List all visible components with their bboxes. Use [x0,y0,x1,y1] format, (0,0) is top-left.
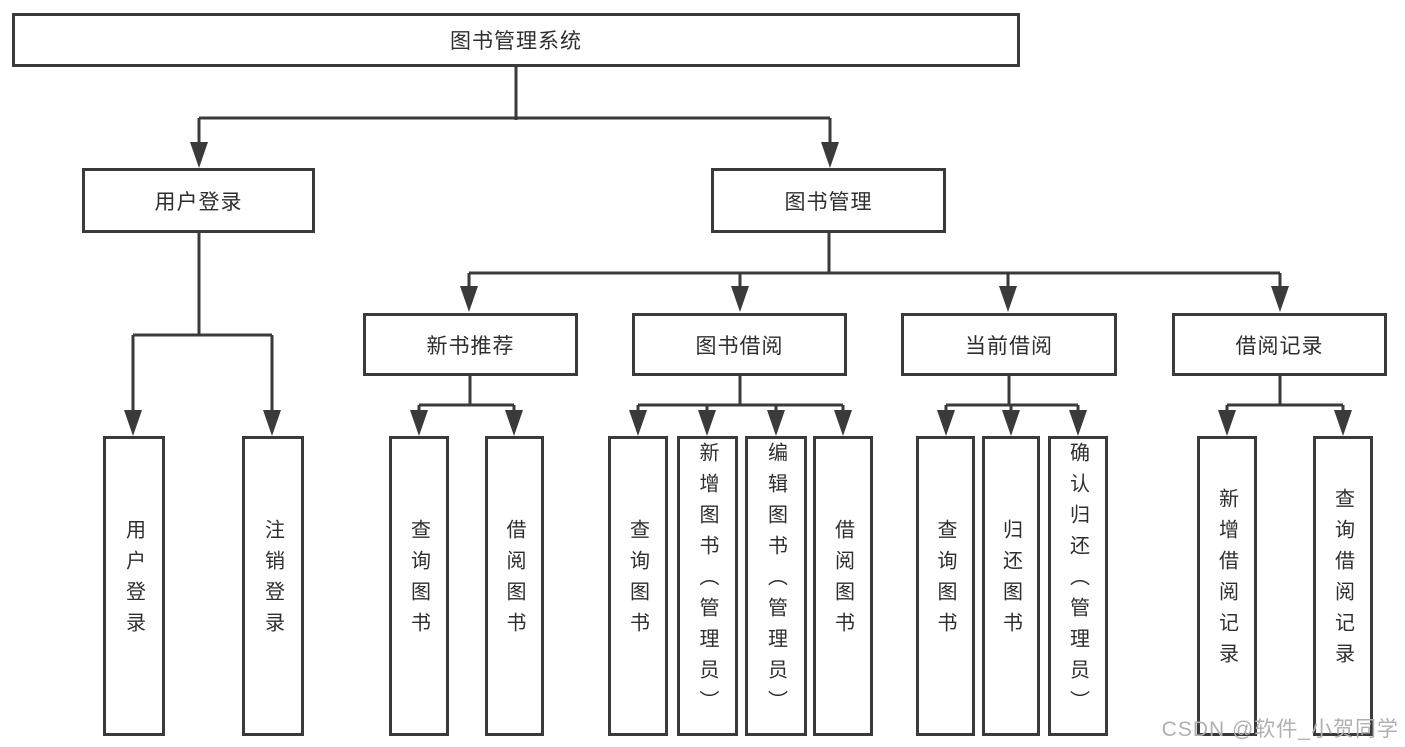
node-query-borrow-record: 查询借阅记录 [1313,436,1373,736]
node-edit-books-admin: 编辑图书（管理员） [745,436,807,736]
node-current-borrowing: 当前借阅 [901,313,1117,376]
node-query-books-borrowing: 查询图书 [608,436,668,736]
node-borrow-books-recommend: 借阅图书 [485,436,544,736]
node-logout: 注销登录 [242,436,304,736]
node-query-books-current: 查询图书 [916,436,975,736]
node-new-book-recommendation: 新书推荐 [363,313,578,376]
watermark: CSDN @软件_小贺同学 [1161,718,1399,741]
node-return-books: 归还图书 [982,436,1040,736]
node-borrow-books-borrowing: 借阅图书 [813,436,873,736]
node-add-books-admin: 新增图书（管理员） [677,436,738,736]
node-user-login-branch: 用户登录 [82,168,315,233]
node-book-management-branch: 图书管理 [711,168,946,233]
node-borrowing-records: 借阅记录 [1172,313,1387,376]
node-confirm-return-admin: 确认归还（管理员） [1048,436,1108,736]
node-book-borrowing: 图书借阅 [632,313,847,376]
node-user-login: 用户登录 [103,436,165,736]
node-add-borrow-record: 新增借阅记录 [1197,436,1257,736]
node-query-books-recommend: 查询图书 [389,436,449,736]
node-library-system: 图书管理系统 [12,13,1020,67]
